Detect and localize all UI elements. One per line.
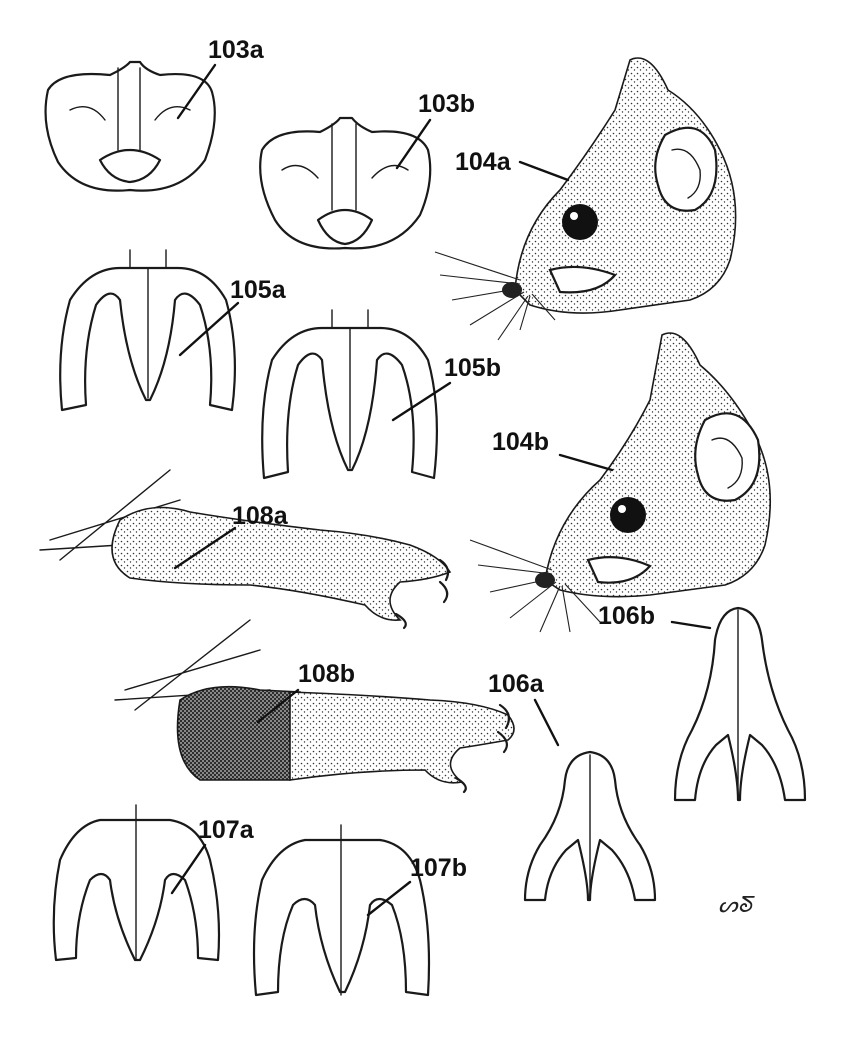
leader-106b — [670, 620, 712, 630]
figure-103b-skull-posterior — [259, 116, 432, 250]
leader-104a — [518, 160, 570, 182]
leader-107a — [170, 843, 207, 895]
leader-105b — [391, 381, 452, 422]
label-106a: 106a — [488, 670, 545, 698]
label-105a: 105a — [230, 276, 287, 304]
figure-107a-skull-dorsal — [52, 804, 221, 962]
leader-108a — [173, 526, 237, 570]
label-103a: 103a — [208, 36, 265, 64]
label-108a: 108a — [232, 502, 289, 530]
figure-103a-skull-posterior — [44, 60, 216, 192]
label-104a: 104a — [455, 148, 512, 176]
label-104b: 104b — [492, 428, 549, 456]
label-106b: 106b — [598, 602, 655, 630]
leader-108b — [256, 688, 300, 724]
figure-106a-rostrum-dorsal — [523, 750, 657, 902]
leader-104b — [558, 453, 614, 472]
artist-signature: ᔕᘕ — [718, 893, 756, 918]
label-105b: 105b — [444, 354, 501, 382]
figure-108b-hind-foot — [114, 619, 515, 794]
leader-105a — [178, 301, 240, 357]
figure-108a-hind-foot — [39, 469, 452, 630]
leader-106a — [533, 698, 560, 747]
figure-105b-skull-dorsal — [261, 309, 439, 480]
figure-104b-mouse-head — [469, 332, 772, 633]
figure-106b-rostrum-dorsal — [673, 606, 807, 802]
leader-103b — [395, 118, 432, 170]
figure-104a-mouse-head — [434, 57, 737, 341]
label-108b: 108b — [298, 660, 355, 688]
figure-105a-skull-dorsal — [59, 249, 237, 412]
leader-103a — [176, 63, 217, 120]
label-107b: 107b — [410, 854, 467, 882]
figure-107b-skull-dorsal — [252, 824, 431, 997]
label-107a: 107a — [198, 816, 255, 844]
label-103b: 103b — [418, 90, 475, 118]
leader-107b — [366, 880, 412, 917]
